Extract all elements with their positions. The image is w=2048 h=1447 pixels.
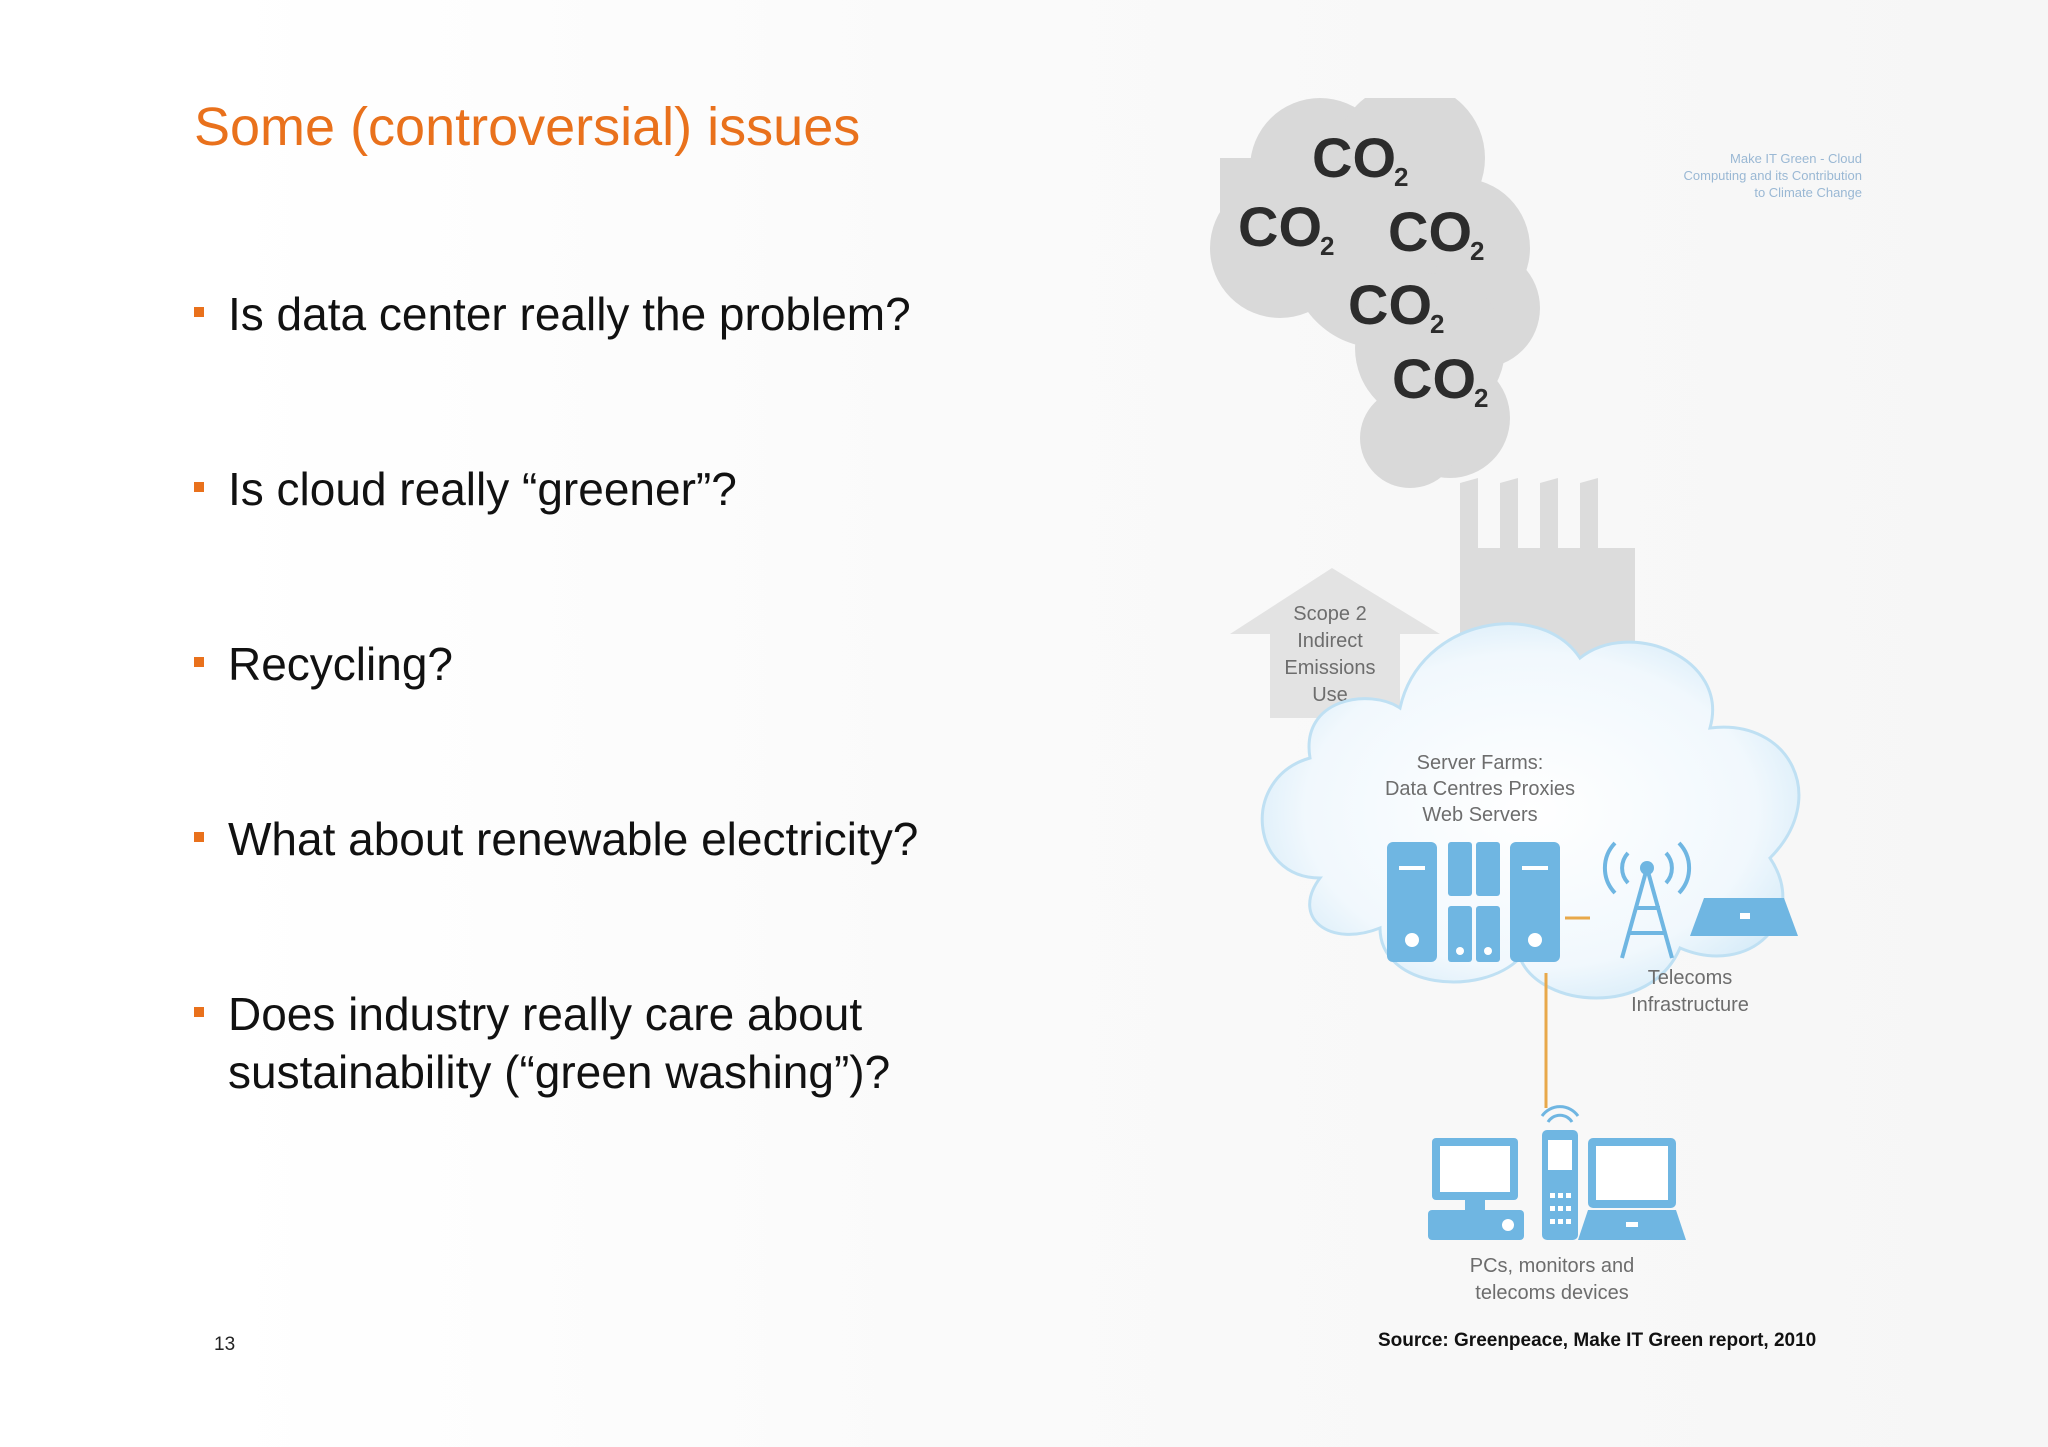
bullet-marker: [194, 657, 204, 667]
bullet-text: Is cloud really “greener”?: [228, 463, 737, 515]
devices-label-line: PCs, monitors and: [1470, 1255, 1635, 1277]
co2-subscript: 2: [1320, 231, 1334, 261]
router-icon: [1690, 898, 1798, 936]
scope-label-line: Indirect: [1297, 630, 1363, 652]
co2-subscript: 2: [1430, 309, 1444, 339]
antenna-icon: [1602, 841, 1692, 959]
report-title-line: Make IT Green - Cloud: [1730, 151, 1862, 166]
co2-label: CO: [1348, 273, 1432, 336]
telecoms-label-line: Infrastructure: [1631, 994, 1749, 1016]
laptop-icon: [1578, 1138, 1686, 1240]
co2-label: CO: [1238, 195, 1322, 258]
co2-smoke-icon: [1210, 98, 1540, 488]
co2-subscript: 2: [1470, 236, 1484, 266]
svg-text:CO: CO: [1312, 126, 1396, 189]
page-number: 13: [214, 1334, 236, 1355]
report-title-line: to Climate Change: [1754, 185, 1862, 200]
report-title-line: Computing and its Contribution: [1683, 168, 1863, 183]
co2-subscript: 2: [1394, 162, 1408, 192]
bullet-marker: [194, 832, 204, 842]
bullet-text-continued: sustainability (“green washing”)?: [228, 1046, 891, 1098]
telecoms-label-line: Telecoms: [1648, 967, 1732, 989]
bullet-marker: [194, 482, 204, 492]
co2-label: CO: [1392, 347, 1476, 410]
bullet-marker: [194, 1007, 204, 1017]
server-label-line: Web Servers: [1422, 804, 1537, 826]
scope-label-line: Emissions: [1284, 657, 1375, 679]
slide-title: Some (controversial) issues: [194, 97, 861, 157]
server-label-line: Data Centres Proxies: [1385, 778, 1575, 800]
antenna-hub: [1640, 861, 1654, 875]
slide-background: [220, 0, 2048, 1447]
desktop-icon: [1428, 1138, 1524, 1240]
co2-label: CO: [1312, 126, 1396, 189]
cloud-emissions-figure: CO 2 CO 2 CO 2 CO 2 CO 2 Scope 2 Indirec…: [1210, 98, 1870, 1328]
bullet-text: What about renewable electricity?: [228, 813, 919, 865]
co2-label: CO: [1388, 200, 1472, 263]
bullet-text: Recycling?: [228, 638, 453, 690]
co2-subscript: 2: [1474, 383, 1488, 413]
scope-label-line: Scope 2: [1293, 603, 1366, 625]
source-citation: Source: Greenpeace, Make IT Green report…: [1378, 1330, 1817, 1351]
server-label-line: Server Farms:: [1417, 752, 1544, 774]
up-arrow-icon: [1230, 568, 1440, 718]
bullet-text: Does industry really care about: [228, 988, 863, 1040]
server-icon: [1387, 842, 1560, 962]
phone-icon: [1540, 1105, 1580, 1240]
report-title: Make IT Green - Cloud Computing and its …: [1562, 150, 1863, 201]
bullet-marker: [194, 307, 204, 317]
co2-labels: CO 2 CO 2 CO 2 CO 2 CO 2: [1238, 126, 1488, 413]
scope-label-line: Use: [1312, 684, 1348, 706]
devices-label-line: telecoms devices: [1475, 1282, 1628, 1304]
bullet-text: Is data center really the problem?: [228, 288, 911, 340]
